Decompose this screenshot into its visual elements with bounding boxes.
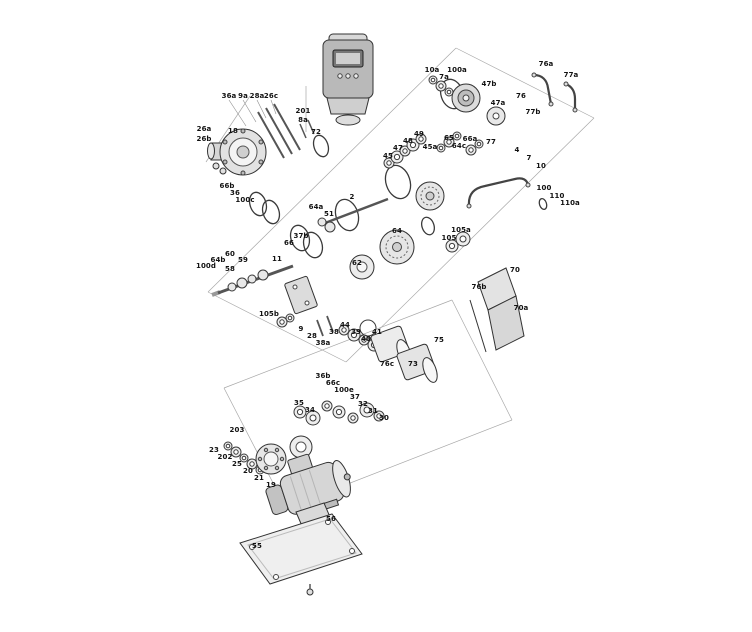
leader-lines xyxy=(228,99,277,127)
flanges xyxy=(255,435,313,475)
pump-shaft xyxy=(317,197,389,233)
pipe xyxy=(533,73,553,105)
motor xyxy=(265,453,351,518)
washer-stacks xyxy=(223,75,484,475)
shaft-assembly xyxy=(211,264,334,337)
pump-head xyxy=(207,128,267,176)
o-ring xyxy=(312,134,330,158)
pipes xyxy=(466,72,578,209)
construction-lines xyxy=(205,47,595,509)
terminal-box xyxy=(322,33,374,126)
clamp-bracket xyxy=(469,267,525,353)
o-ring xyxy=(248,191,268,217)
plate-bolt xyxy=(306,588,314,596)
impellers-and-bearings xyxy=(349,83,506,280)
staybolts xyxy=(257,103,315,159)
o-ring xyxy=(421,216,435,236)
o-ring xyxy=(538,198,548,210)
o-ring xyxy=(302,231,324,259)
base-plate xyxy=(239,502,363,596)
o-ring xyxy=(261,199,281,225)
pipe xyxy=(467,177,530,207)
box-cover xyxy=(326,97,370,115)
o-ring xyxy=(289,224,311,252)
seal-plate xyxy=(284,275,318,315)
chamber-sleeves xyxy=(359,319,438,383)
o-ring xyxy=(384,164,412,200)
